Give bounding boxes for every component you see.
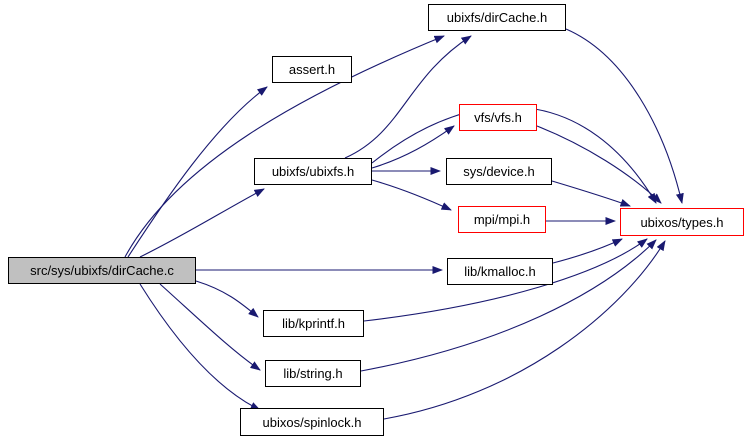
node-ubixfs-dircache-h[interactable]: ubixfs/dirCache.h xyxy=(428,4,566,31)
edge-ubixfs_h-to-mpi_h xyxy=(371,179,452,211)
node-lib-kmalloc-h[interactable]: lib/kmalloc.h xyxy=(447,258,553,285)
edge-ubixfs_h-to-dircache_h xyxy=(344,35,472,159)
node-assert-h[interactable]: assert.h xyxy=(272,56,352,83)
edge-device_h-to-types_h xyxy=(551,180,631,207)
node-sys-device-h[interactable]: sys/device.h xyxy=(446,158,552,185)
edge-dircache_c-to-ubixfs_h xyxy=(139,188,265,258)
edge-dircache_c-to-kprintf_h xyxy=(195,280,259,318)
node-ubixos-types-h[interactable]: ubixos/types.h xyxy=(620,208,744,236)
edge-dircache_c-to-string_h xyxy=(159,283,261,371)
edge-dircache_h-to-types_h xyxy=(565,28,684,204)
node-ubixfs-ubixfs-h[interactable]: ubixfs/ubixfs.h xyxy=(254,158,372,185)
edge-kmalloc_h-to-types_h xyxy=(552,238,623,264)
edge-ubixfs_h-to-vfs_h xyxy=(371,125,455,169)
node-lib-kprintf-h[interactable]: lib/kprintf.h xyxy=(263,310,364,337)
edge-dircache_c-to-dircache_h xyxy=(124,35,445,258)
node-lib-string-h[interactable]: lib/string.h xyxy=(265,360,361,387)
edge-vfs_h-to-types_h xyxy=(536,125,662,204)
node-vfs-vfs-h[interactable]: vfs/vfs.h xyxy=(459,104,537,131)
edge-dircache_c-to-assert_h xyxy=(127,86,268,258)
node-src-sys-ubixfs-dircache-c[interactable]: src/sys/ubixfs/dirCache.c xyxy=(8,257,196,284)
edge-kprintf_h-to-types_h xyxy=(363,238,648,322)
node-ubixos-spinlock-h[interactable]: ubixos/spinlock.h xyxy=(240,408,384,436)
node-mpi-mpi-h[interactable]: mpi/mpi.h xyxy=(458,206,546,233)
edge-dircache_c-to-spinlock_h xyxy=(139,283,261,411)
edge-spinlock_h-to-types_h xyxy=(383,240,666,420)
edge-string_h-to-types_h xyxy=(360,239,657,372)
